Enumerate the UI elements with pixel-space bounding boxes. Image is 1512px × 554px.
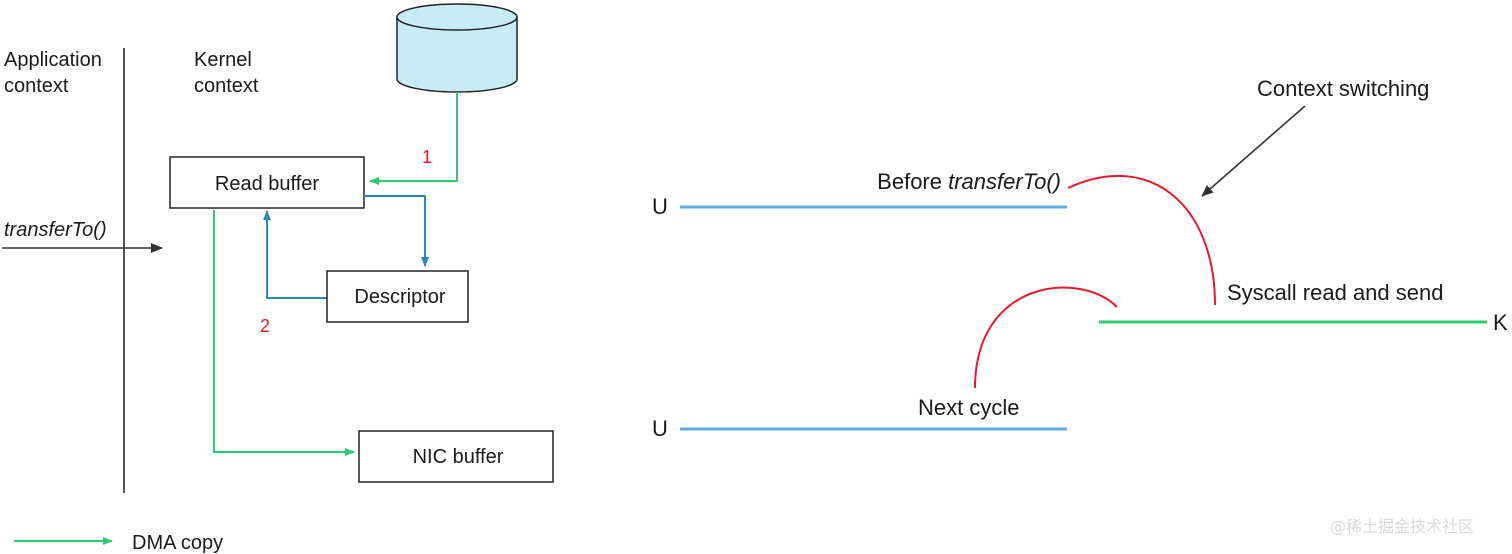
read-buffer-box xyxy=(169,156,365,209)
descriptor-label: Descriptor xyxy=(354,286,445,308)
user-mode-label-bottom: U xyxy=(652,416,668,441)
context-switch-arc-to-kernel xyxy=(1067,174,1216,306)
before-transfer-label: Before transferTo() xyxy=(877,169,1061,194)
nic-buffer-box xyxy=(358,430,554,483)
descriptor-box xyxy=(326,270,469,323)
kernel-context-label-line1: Kernel xyxy=(194,49,252,71)
nic-buffer-label: NIC buffer xyxy=(413,446,504,468)
next-cycle-label: Next cycle xyxy=(918,395,1019,420)
cpu-arrow-descriptor-to-read-buffer xyxy=(263,210,327,299)
syscall-label: Syscall read and send xyxy=(1227,280,1443,305)
before-prefix: Before xyxy=(877,169,948,194)
dma-arrow-read-buffer-to-nic xyxy=(213,210,355,456)
before-call: transferTo() xyxy=(948,169,1061,194)
context-switching-label: Context switching xyxy=(1257,76,1429,101)
step-1-label: 1 xyxy=(422,147,432,167)
cpu-arrow-read-buffer-to-descriptor xyxy=(364,195,429,267)
context-switching-pointer-arrow xyxy=(1201,105,1306,197)
user-mode-label-top: U xyxy=(652,194,668,219)
kernel-context-label-line2: context xyxy=(194,75,259,97)
application-context-label-line2: context xyxy=(4,75,69,97)
disk-icon xyxy=(396,3,518,93)
application-context-label-line1: Application xyxy=(4,49,102,71)
legend-dma-label: DMA copy xyxy=(132,532,223,554)
context-switch-arc-to-user xyxy=(974,286,1118,389)
read-buffer-label: Read buffer xyxy=(215,173,319,195)
transfer-to-label: transferTo() xyxy=(4,219,107,241)
step-2-label: 2 xyxy=(260,316,270,336)
watermark: @稀土掘金技术社区 xyxy=(1330,517,1474,536)
kernel-mode-label: K xyxy=(1493,310,1508,335)
dma-arrow-disk-to-read-buffer xyxy=(369,92,458,185)
